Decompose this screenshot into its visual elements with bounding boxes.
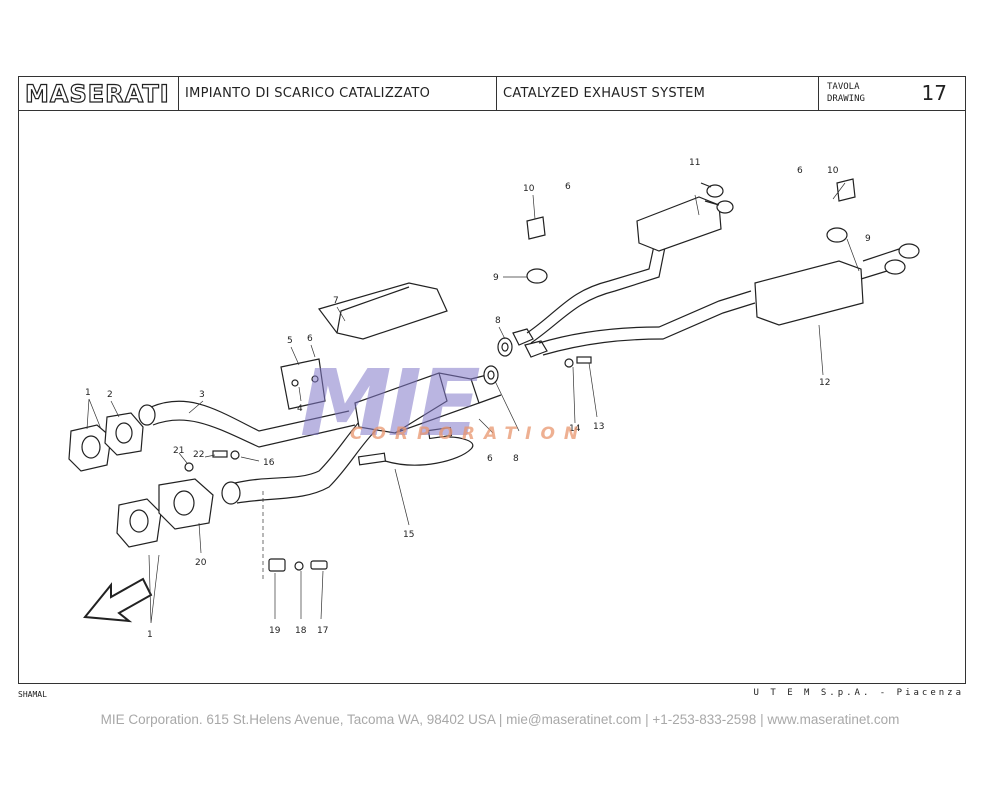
part-label-1: 1 (85, 388, 91, 398)
gaskets (483, 337, 513, 385)
watermark-subtitle: CORPORATION (350, 424, 588, 444)
part-label-10: 10 (523, 184, 535, 194)
part-label-14: 14 (569, 424, 581, 434)
drawing-number-cell: TAVOLA DRAWING 17 (819, 77, 965, 110)
part-label-6: 6 (307, 334, 313, 344)
part-label-7: 7 (333, 296, 339, 306)
rear-silencer-right (754, 243, 920, 326)
stud-nut-washer (268, 558, 328, 572)
drawing-label: DRAWING (827, 94, 865, 104)
mounting-bracket (280, 358, 326, 410)
part-label-21: 21 (173, 446, 184, 456)
rear-silencer-left (636, 182, 734, 252)
part-label-2: 2 (107, 390, 113, 400)
part-label-8b: 8 (513, 454, 519, 464)
footer-contact: MIE Corporation. 615 St.Helens Avenue, T… (100, 712, 900, 727)
title-italian: IMPIANTO DI SCARICO CATALIZZATO (179, 77, 497, 110)
hanger-brackets (526, 178, 856, 240)
exhaust-flange-lower (116, 478, 214, 548)
part-label-22: 22 (193, 450, 204, 460)
part-label-3: 3 (199, 390, 205, 400)
part-label-19: 19 (269, 626, 281, 636)
part-label-10b: 10 (827, 166, 839, 176)
intermediate-pipe-lower (524, 290, 756, 358)
title-english: CATALYZED EXHAUST SYSTEM (497, 77, 819, 110)
exhaust-flange-upper (68, 412, 144, 472)
part-label-20: 20 (195, 558, 207, 568)
company-name: U T E M S.p.A. - Piacenza (753, 688, 964, 698)
intermediate-pipe-upper (512, 240, 666, 346)
part-label-1b: 1 (147, 630, 153, 640)
part-label-13: 13 (593, 422, 604, 432)
part-label-4: 4 (297, 404, 303, 414)
part-label-17: 17 (317, 626, 328, 636)
part-label-18: 18 (295, 626, 307, 636)
rubber-mounts (526, 227, 848, 284)
part-label-9b: 9 (865, 234, 871, 244)
heat-shield (317, 282, 448, 340)
exhaust-diagram: 1 2 3 4 5 6 7 8 9 10 11 12 13 14 15 16 1… (68, 158, 920, 640)
part-label-6d: 6 (797, 166, 803, 176)
part-number-labels: 1 2 3 4 5 6 7 8 9 10 11 12 13 14 15 16 1… (85, 158, 871, 640)
leader-lines (86, 182, 860, 624)
part-label-6c: 6 (565, 182, 571, 192)
front-pipe-lower (221, 410, 378, 505)
part-label-5: 5 (287, 336, 293, 346)
front-pipe-upper (138, 400, 356, 448)
lambda-sensor (357, 426, 474, 466)
watermark-logo: MIE (300, 350, 481, 457)
part-label-6b: 6 (487, 454, 493, 464)
maserati-logo: MASERATI (24, 79, 170, 108)
part-label-12: 12 (819, 378, 830, 388)
title-block: MASERATI IMPIANTO DI SCARICO CATALIZZATO… (19, 77, 965, 111)
brand-logo-cell: MASERATI (19, 77, 179, 110)
direction-arrow (83, 577, 153, 623)
part-label-11: 11 (689, 158, 700, 168)
drawing-number: 17 (921, 81, 947, 105)
bolts (184, 356, 592, 472)
part-label-9: 9 (493, 273, 499, 283)
part-label-16: 16 (263, 458, 275, 468)
drawing-sheet: MASERATI IMPIANTO DI SCARICO CATALIZZATO… (18, 76, 966, 684)
part-label-15: 15 (403, 530, 414, 540)
model-name: SHAMAL (18, 690, 47, 699)
part-label-8: 8 (495, 316, 501, 326)
tavola-label: TAVOLA (827, 82, 860, 92)
